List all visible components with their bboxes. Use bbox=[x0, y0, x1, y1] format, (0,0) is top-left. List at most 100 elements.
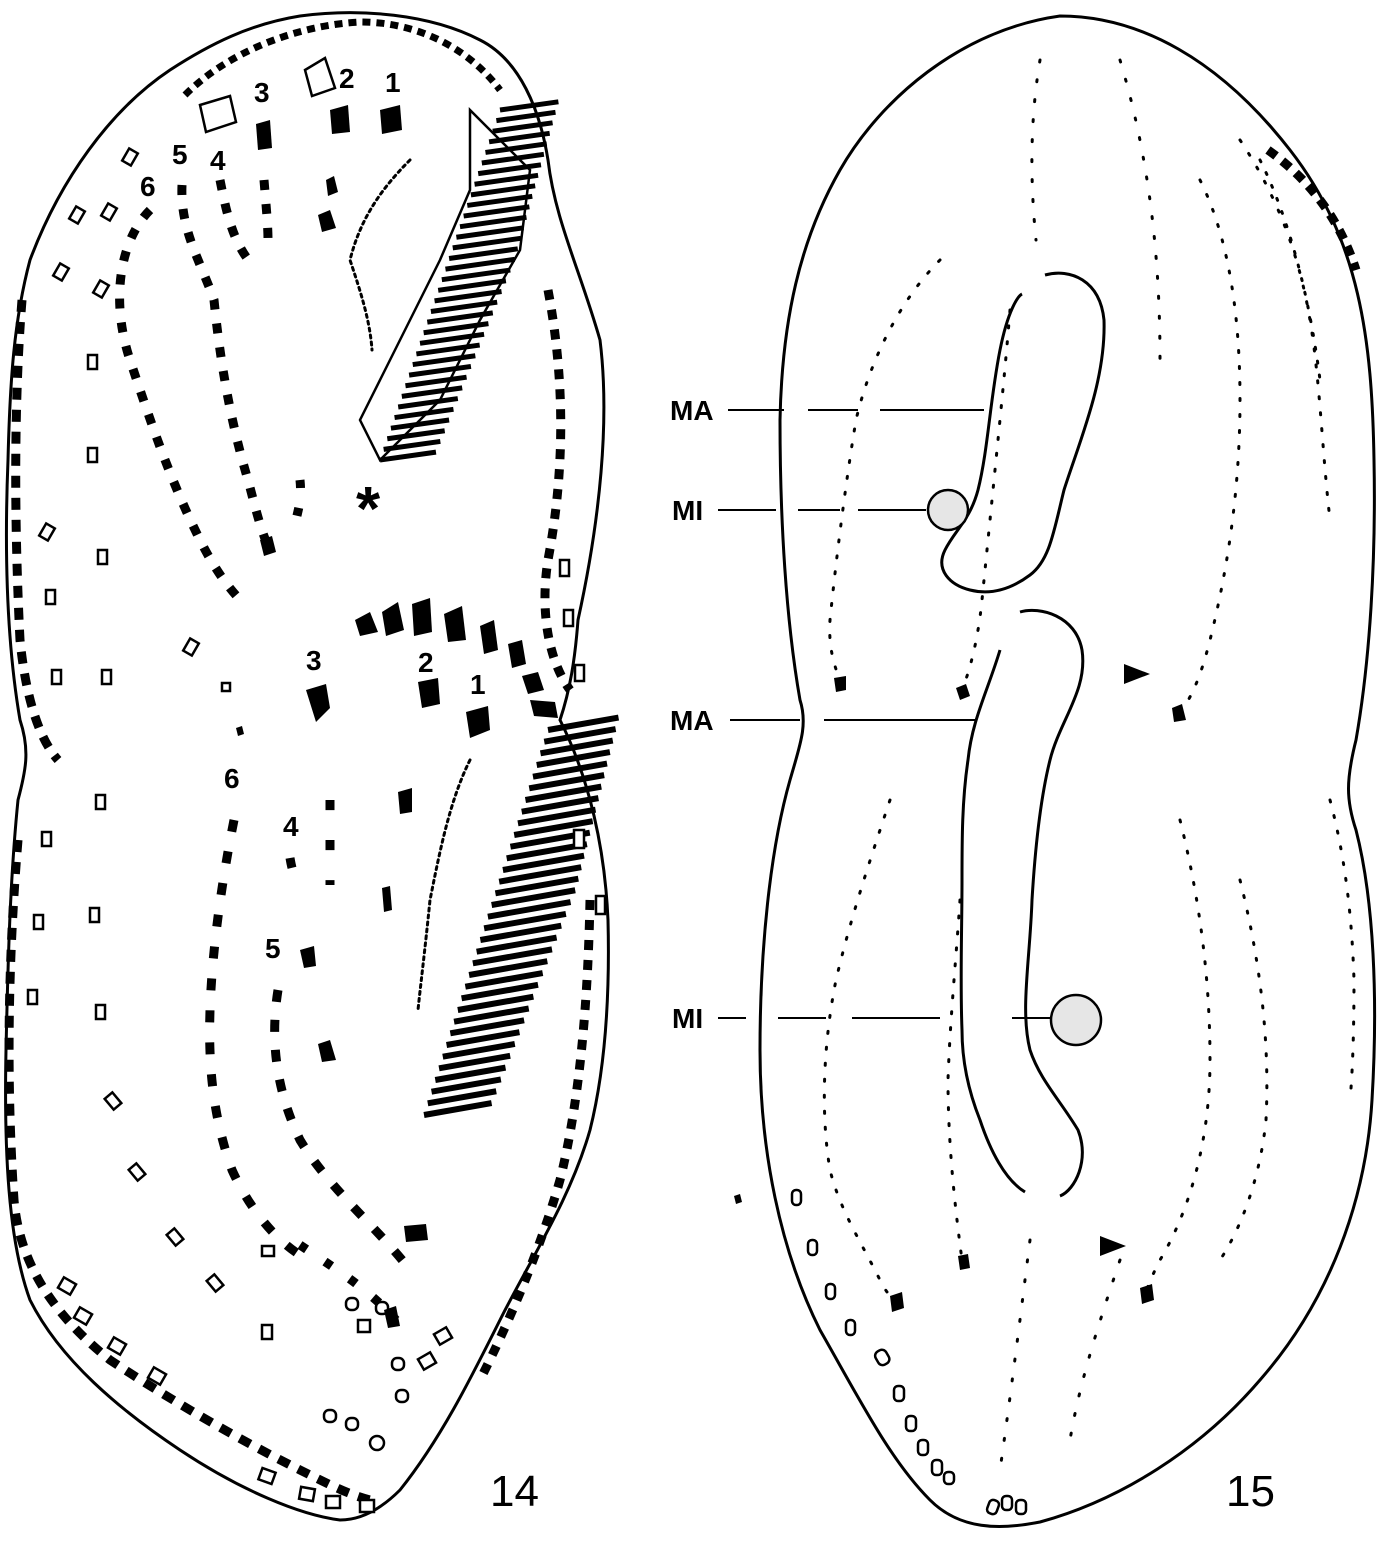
membranelle-lower bbox=[423, 1100, 493, 1118]
label-lower-3: 3 bbox=[306, 645, 322, 676]
membranelle-lower bbox=[487, 899, 572, 920]
membranelle-upper bbox=[474, 172, 539, 187]
membranelle-lower bbox=[498, 864, 582, 885]
membranelle-lower bbox=[476, 934, 558, 955]
label-upper-1: 1 bbox=[385, 67, 401, 98]
membranelle-upper bbox=[426, 310, 494, 325]
membranelle-upper bbox=[437, 278, 507, 293]
frontal-cirri-lower bbox=[306, 598, 558, 738]
cirral-rows-upper bbox=[115, 179, 305, 609]
label-lower-2: 2 bbox=[418, 647, 434, 678]
membranelle-upper bbox=[405, 374, 467, 389]
label-ma-upper: MA bbox=[670, 395, 714, 426]
membranelle-upper bbox=[423, 321, 489, 336]
membranelle-lower bbox=[502, 852, 585, 873]
membranelle-lower bbox=[524, 783, 602, 803]
membranelle-upper bbox=[485, 141, 548, 155]
membranelle-upper bbox=[408, 363, 472, 378]
membranelle-lower bbox=[464, 970, 544, 990]
membranelle-upper bbox=[496, 109, 556, 124]
membranelle-lower bbox=[517, 806, 597, 827]
marginal-row-right-upper bbox=[1265, 146, 1361, 272]
membranelle-lower bbox=[494, 875, 579, 897]
membranelle-lower bbox=[430, 1076, 502, 1095]
adoral-zone-anterior bbox=[348, 99, 559, 463]
figure-15: MA MI MA MI 15 bbox=[670, 14, 1377, 1529]
cell-outline-14 bbox=[4, 11, 610, 1522]
membranelle-upper bbox=[445, 256, 516, 272]
membranelle-upper bbox=[390, 417, 450, 431]
membranelle-lower bbox=[532, 760, 608, 780]
membranelle-upper bbox=[492, 120, 553, 134]
arrowhead-lower bbox=[1100, 1236, 1126, 1256]
caudal-granules-15 bbox=[734, 676, 1186, 1312]
membranelle-upper bbox=[488, 130, 551, 145]
frontal-cilia-row bbox=[182, 18, 503, 98]
membranelle-upper bbox=[466, 193, 533, 208]
membranelle-upper bbox=[386, 428, 446, 442]
membranelle-upper bbox=[448, 246, 519, 261]
membranelle-upper bbox=[470, 183, 536, 198]
membranelle-upper bbox=[397, 396, 459, 410]
membranelle-lower bbox=[446, 1029, 520, 1048]
membranelle-upper bbox=[419, 331, 485, 346]
membranelle-upper bbox=[379, 449, 437, 463]
membranelle-lower bbox=[536, 749, 611, 768]
dorsal-cilia-scattered bbox=[26, 146, 607, 1514]
membranelle-lower bbox=[434, 1064, 507, 1083]
label-mi-lower: MI bbox=[672, 1003, 703, 1034]
membranelle-lower bbox=[479, 922, 562, 943]
membranelle-lower bbox=[472, 946, 553, 967]
figure-number-15: 15 bbox=[1226, 1467, 1275, 1516]
membranelle-upper bbox=[412, 353, 476, 368]
label-upper-6: 6 bbox=[140, 171, 156, 202]
membranelle-upper bbox=[456, 225, 524, 240]
solid-cirri-scattered bbox=[236, 176, 428, 1328]
cirral-rows-lower bbox=[205, 800, 414, 1323]
adoral-zone-posterior bbox=[416, 714, 620, 1118]
macronucleus-upper bbox=[940, 271, 1106, 594]
membranelle-upper bbox=[499, 99, 559, 113]
membranelle-upper bbox=[401, 385, 463, 399]
membranelle-lower bbox=[547, 714, 620, 733]
membranelle-lower bbox=[442, 1041, 516, 1060]
membranelle-upper bbox=[434, 289, 502, 304]
label-upper-4: 4 bbox=[210, 145, 226, 176]
membranelle-upper bbox=[481, 151, 545, 166]
membranelle-upper bbox=[394, 406, 454, 421]
figure-number-14: 14 bbox=[490, 1467, 539, 1516]
label-lower-4: 4 bbox=[283, 811, 299, 842]
label-lower-6: 6 bbox=[224, 763, 240, 794]
label-mi-upper: MI bbox=[672, 495, 703, 526]
micronucleus-upper bbox=[926, 488, 970, 532]
label-ma-lower: MA bbox=[670, 705, 714, 736]
marginal-kinety-left bbox=[11, 299, 62, 764]
membranelle-lower bbox=[427, 1088, 497, 1107]
membranelle-lower bbox=[461, 981, 539, 1002]
membranelle-lower bbox=[453, 1005, 530, 1025]
membranelle-upper bbox=[452, 235, 522, 251]
hollow-cilia-left-15 bbox=[790, 1188, 1028, 1516]
asterisk-marker: * bbox=[356, 475, 381, 544]
arrowhead-upper bbox=[1124, 664, 1150, 684]
micronucleus-lower bbox=[1049, 993, 1103, 1047]
membranelle-lower bbox=[539, 737, 614, 757]
label-upper-2: 2 bbox=[339, 63, 355, 94]
membranelle-lower bbox=[521, 795, 599, 815]
membranelle-lower bbox=[457, 993, 534, 1013]
membranelle-upper bbox=[383, 438, 441, 452]
membranelle-lower bbox=[483, 910, 567, 932]
membranelle-upper bbox=[416, 342, 481, 357]
membranelle-upper bbox=[430, 299, 498, 314]
ciliary-rows-dotted bbox=[822, 58, 1356, 1472]
label-lower-5: 5 bbox=[265, 933, 281, 964]
label-lower-1: 1 bbox=[470, 669, 486, 700]
membranelle-lower bbox=[543, 726, 617, 745]
cell-outline-15 bbox=[758, 14, 1377, 1529]
membranelle-upper bbox=[477, 162, 542, 177]
marginal-kinety-left-lower bbox=[4, 839, 372, 1505]
membranelle-lower bbox=[491, 887, 576, 908]
membranelle-lower bbox=[449, 1017, 525, 1037]
membranelle-upper bbox=[459, 214, 527, 230]
